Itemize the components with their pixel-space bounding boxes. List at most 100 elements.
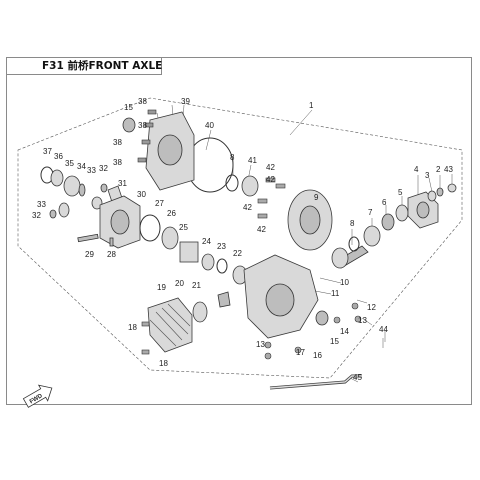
callout-14: 14 — [340, 327, 349, 336]
seal-15 — [122, 117, 136, 133]
washer-32-lower — [49, 209, 57, 219]
callout-17: 17 — [296, 348, 305, 357]
callout-42-b: 42 — [266, 175, 275, 184]
callout-32-top: 32 — [99, 164, 108, 173]
washer-34 — [78, 183, 86, 197]
bearing-41 — [241, 175, 259, 197]
ring-8-right — [348, 236, 360, 252]
callout-25: 25 — [179, 223, 188, 232]
callout-12: 12 — [367, 303, 376, 312]
callout-38-a: 38 — [138, 97, 147, 106]
washer-2 — [436, 187, 444, 197]
ring-8-upper — [225, 174, 239, 192]
washer-32 — [100, 183, 108, 193]
callout-43: 43 — [444, 165, 453, 174]
callout-8-right: 8 — [350, 219, 355, 228]
callout-18-bottom: 18 — [159, 359, 168, 368]
ring-gear-bore — [299, 205, 321, 235]
callout-10: 10 — [340, 278, 349, 287]
callout-15-top: 15 — [124, 103, 133, 112]
callout-35: 35 — [65, 159, 74, 168]
callout-28: 28 — [107, 250, 116, 259]
callout-2: 2 — [436, 165, 441, 174]
callout-16: 16 — [313, 351, 322, 360]
callout-3: 3 — [425, 171, 430, 180]
gear-36 — [50, 169, 64, 187]
callout-44: 44 — [379, 325, 388, 334]
seal-20 — [192, 301, 208, 323]
callout-8-upper: 8 — [230, 153, 235, 162]
seal-5 — [395, 204, 409, 222]
flange-4-hub — [416, 201, 430, 219]
forward-direction-arrow: FWD — [22, 384, 53, 408]
callout-41: 41 — [248, 156, 257, 165]
callout-1: 1 — [309, 101, 314, 110]
callout-42-a: 42 — [266, 163, 275, 172]
callout-38-b: 38 — [138, 121, 147, 130]
callout-5: 5 — [398, 188, 403, 197]
gear-33 — [91, 196, 103, 210]
gear-35 — [63, 175, 81, 197]
pin-29 — [77, 233, 99, 243]
callout-9: 9 — [314, 193, 319, 202]
callout-45: 45 — [353, 373, 362, 382]
callout-33-bottom: 33 — [37, 200, 46, 209]
callout-13-right: 13 — [358, 316, 367, 325]
bracket-21 — [217, 291, 231, 308]
callout-42-c: 42 — [243, 203, 252, 212]
differential-case-hub — [110, 209, 130, 235]
seal-14 — [315, 310, 329, 326]
callout-38-c: 38 — [113, 138, 122, 147]
bearing-24 — [201, 253, 215, 271]
pinion-33-lower — [58, 202, 70, 218]
callout-24: 24 — [202, 237, 211, 246]
bolts-42 — [257, 177, 286, 219]
cover-19-fins — [149, 303, 191, 347]
axle-housing-bore — [265, 283, 295, 317]
callout-34: 34 — [77, 162, 86, 171]
bearing-7 — [363, 225, 381, 247]
pinion-gear — [331, 247, 349, 269]
callout-39: 39 — [181, 97, 190, 106]
diagram-title: F31 前桥FRONT AXLE — [6, 57, 162, 75]
diagram-frame — [6, 57, 472, 405]
callout-19: 19 — [157, 283, 166, 292]
callout-7: 7 — [368, 208, 373, 217]
callout-26: 26 — [167, 209, 176, 218]
callout-37: 37 — [43, 147, 52, 156]
washer-3 — [427, 190, 437, 202]
callout-23: 23 — [217, 242, 226, 251]
callout-42-d: 42 — [257, 225, 266, 234]
callout-11: 11 — [331, 289, 340, 298]
callout-22: 22 — [233, 249, 242, 258]
nut-43 — [447, 183, 457, 193]
bolts-38 — [137, 109, 157, 163]
callout-21: 21 — [192, 281, 201, 290]
callout-29: 29 — [85, 250, 94, 259]
callout-13-left: 13 — [256, 340, 265, 349]
callout-40: 40 — [205, 121, 214, 130]
callout-33-top: 33 — [87, 166, 96, 175]
seal-6 — [381, 213, 395, 231]
callout-15-bottom: 15 — [330, 337, 339, 346]
assembly-outline — [17, 97, 463, 379]
breather-hose-45-inner — [269, 375, 362, 389]
callout-6: 6 — [382, 198, 387, 207]
ring-27 — [139, 214, 161, 242]
cover-plate-hub — [157, 134, 183, 166]
callout-labels: 1 2 3 4 5 6 7 8 8 9 10 11 12 13 13 14 15… — [32, 97, 453, 382]
callout-30: 30 — [137, 190, 146, 199]
ring-23 — [216, 258, 228, 274]
callout-27: 27 — [155, 199, 164, 208]
pin-28 — [109, 237, 114, 247]
callout-32-bottom: 32 — [32, 211, 41, 220]
callout-4: 4 — [414, 165, 419, 174]
callout-31: 31 — [118, 179, 127, 188]
callout-18-top: 18 — [128, 323, 137, 332]
callout-38-d: 38 — [113, 158, 122, 167]
small-fasteners — [141, 302, 362, 360]
callout-36: 36 — [54, 152, 63, 161]
callout-20: 20 — [175, 279, 184, 288]
shim-26 — [161, 226, 179, 250]
